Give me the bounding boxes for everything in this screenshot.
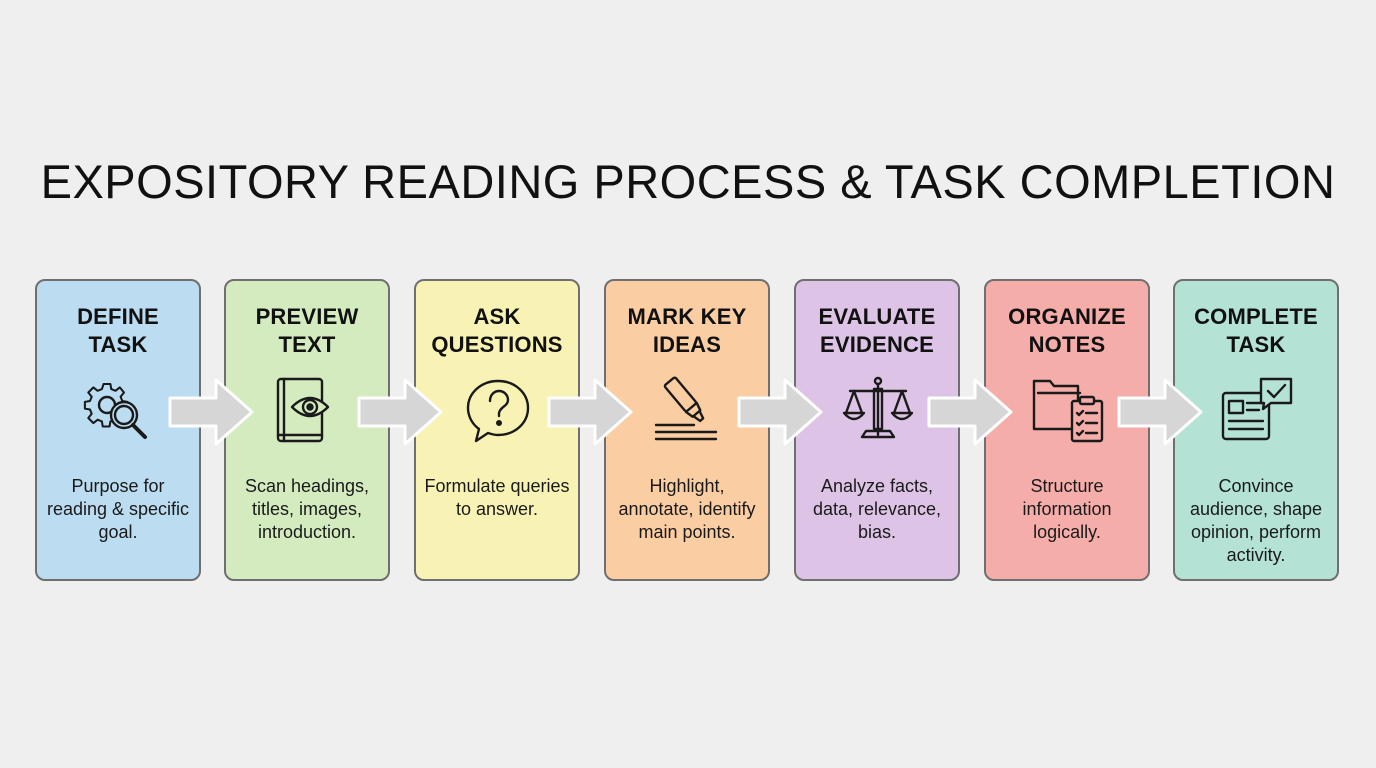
question-bubble-icon (456, 373, 540, 449)
flow-arrow (1117, 376, 1205, 448)
step-description: Analyze facts, data, relevance, bias. (812, 476, 942, 542)
flow-arrow (737, 376, 825, 448)
step-description: Structure information logically. (1022, 476, 1112, 542)
scales-icon (836, 373, 920, 449)
diagram-title: EXPOSITORY READING PROCESS & TASK COMPLE… (40, 155, 1336, 208)
document-check-icon (1215, 373, 1299, 449)
book-eye-icon (266, 373, 350, 449)
highlighter-icon (646, 373, 730, 449)
flow-arrow (927, 376, 1015, 448)
step-description: Purpose for reading & specific goal. (46, 476, 190, 542)
flow-arrow (547, 376, 635, 448)
step-description: Formulate queries to answer. (424, 476, 570, 519)
step-description: Highlight, annotate, identify main point… (618, 476, 756, 542)
gear-search-icon (77, 373, 161, 449)
step-description: Convince audience, shape opinion, perfor… (1189, 476, 1323, 565)
step-description: Scan headings, titles, images, introduct… (244, 476, 370, 542)
flow-arrow (168, 376, 256, 448)
flow-arrow (357, 376, 445, 448)
folder-checklist-icon (1026, 373, 1110, 449)
